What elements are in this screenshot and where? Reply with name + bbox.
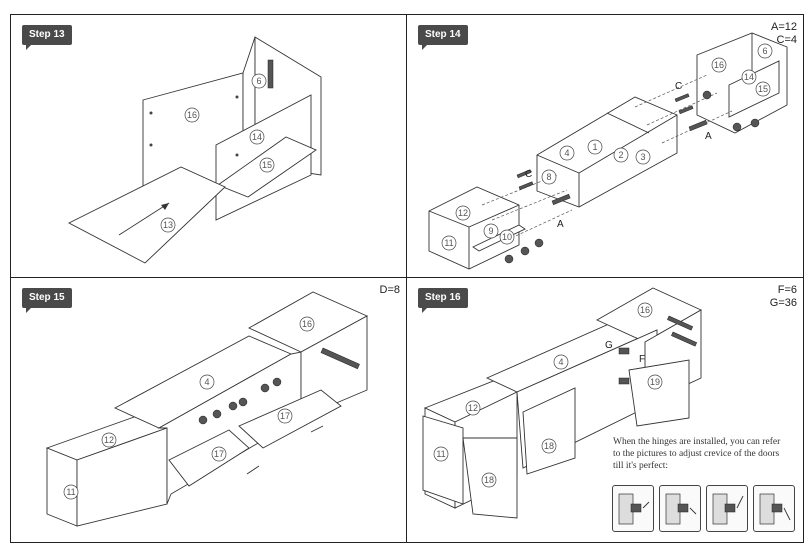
part-11: 11 — [436, 449, 445, 459]
letter-c-left: C — [525, 169, 532, 180]
step-14-illustration: A C A C 16 6 14 15 1 2 3 4 8 12 9 10 11 — [428, 32, 788, 270]
part-4: 4 — [558, 357, 563, 367]
step-14-hardware-note: A=12 C=4 — [771, 21, 797, 47]
part-3: 3 — [640, 152, 645, 162]
step-16-label: Step 16 — [418, 288, 468, 313]
part-8: 8 — [546, 172, 551, 182]
hardware-count-g: G=36 — [769, 297, 797, 309]
letter-a-right: A — [705, 131, 712, 142]
part-17-left: 17 — [214, 449, 224, 459]
letter-a-left: A — [557, 219, 564, 230]
part-14: 14 — [744, 72, 754, 82]
part-19: 19 — [650, 377, 660, 387]
part-14: 14 — [252, 132, 262, 142]
part-16: 16 — [640, 305, 650, 315]
step-14-part-labels: 16 6 14 15 1 2 3 4 8 12 9 10 11 — [441, 43, 773, 251]
letter-g: G — [605, 340, 613, 351]
part-18-right: 18 — [544, 441, 554, 451]
part-11: 11 — [66, 487, 75, 497]
hinge-adjustment-caption: When the hinges are installed, you can r… — [613, 437, 781, 471]
hinge-adjust-thumb-2 — [659, 485, 701, 532]
part-4: 4 — [564, 148, 569, 158]
part-1: 1 — [592, 142, 597, 152]
step-15-illustration: 16 4 12 17 17 11 — [45, 291, 369, 527]
part-15: 15 — [758, 84, 768, 94]
step-15-panel: Step 15 D=8 16 4 12 — [10, 277, 407, 543]
hinge-adjust-thumb-3 — [706, 485, 748, 532]
part-17-right: 17 — [280, 411, 290, 421]
step-13-panel: Step 13 6 16 14 15 13 — [10, 14, 407, 278]
part-6: 6 — [762, 46, 767, 56]
step-16-hardware-note: F=6 G=36 — [770, 284, 797, 310]
step-16-panel: Step 16 F=6 G=36 G — [406, 277, 804, 543]
part-9: 9 — [488, 226, 493, 236]
part-16: 16 — [187, 110, 197, 120]
part-6: 6 — [256, 76, 261, 86]
part-15: 15 — [262, 160, 272, 170]
hardware-count-f: F=6 — [777, 284, 797, 296]
part-4: 4 — [204, 377, 209, 387]
part-13: 13 — [163, 220, 173, 230]
step-16-illustration: G F 16 4 19 12 18 11 18 — [422, 287, 702, 519]
part-18-left: 18 — [484, 475, 494, 485]
part-10: 10 — [502, 232, 512, 242]
hardware-count-a: A=12 — [771, 21, 797, 33]
letter-c-right: C — [675, 81, 682, 92]
part-12: 12 — [104, 435, 114, 445]
step-16-part-labels: 16 4 19 12 18 11 18 — [433, 302, 663, 488]
step-15-hardware-note: D=8 — [379, 284, 401, 296]
part-12: 12 — [458, 208, 468, 218]
step-14-label: Step 14 — [418, 25, 468, 50]
part-12: 12 — [468, 403, 478, 413]
step-13-illustration: 6 16 14 15 13 — [68, 36, 322, 264]
step-14-letters: A C A C — [525, 81, 712, 230]
part-16: 16 — [302, 319, 312, 329]
step-15-part-labels: 16 4 12 17 17 11 — [63, 316, 315, 500]
part-16: 16 — [714, 60, 724, 70]
step-13-label: Step 13 — [22, 25, 72, 50]
hinge-adjust-thumb-4 — [753, 485, 795, 532]
step-16-letters: G F — [605, 340, 645, 365]
hinge-adjust-thumb-1 — [612, 485, 654, 532]
step-15-label: Step 15 — [22, 288, 72, 313]
step-13-part-labels: 6 16 14 15 13 — [160, 73, 275, 233]
step-14-panel: Step 14 A=12 C=4 — [406, 14, 804, 278]
part-11: 11 — [444, 238, 453, 248]
part-2: 2 — [618, 150, 623, 160]
letter-f: F — [639, 354, 645, 365]
hardware-count-c: C=4 — [776, 34, 798, 46]
